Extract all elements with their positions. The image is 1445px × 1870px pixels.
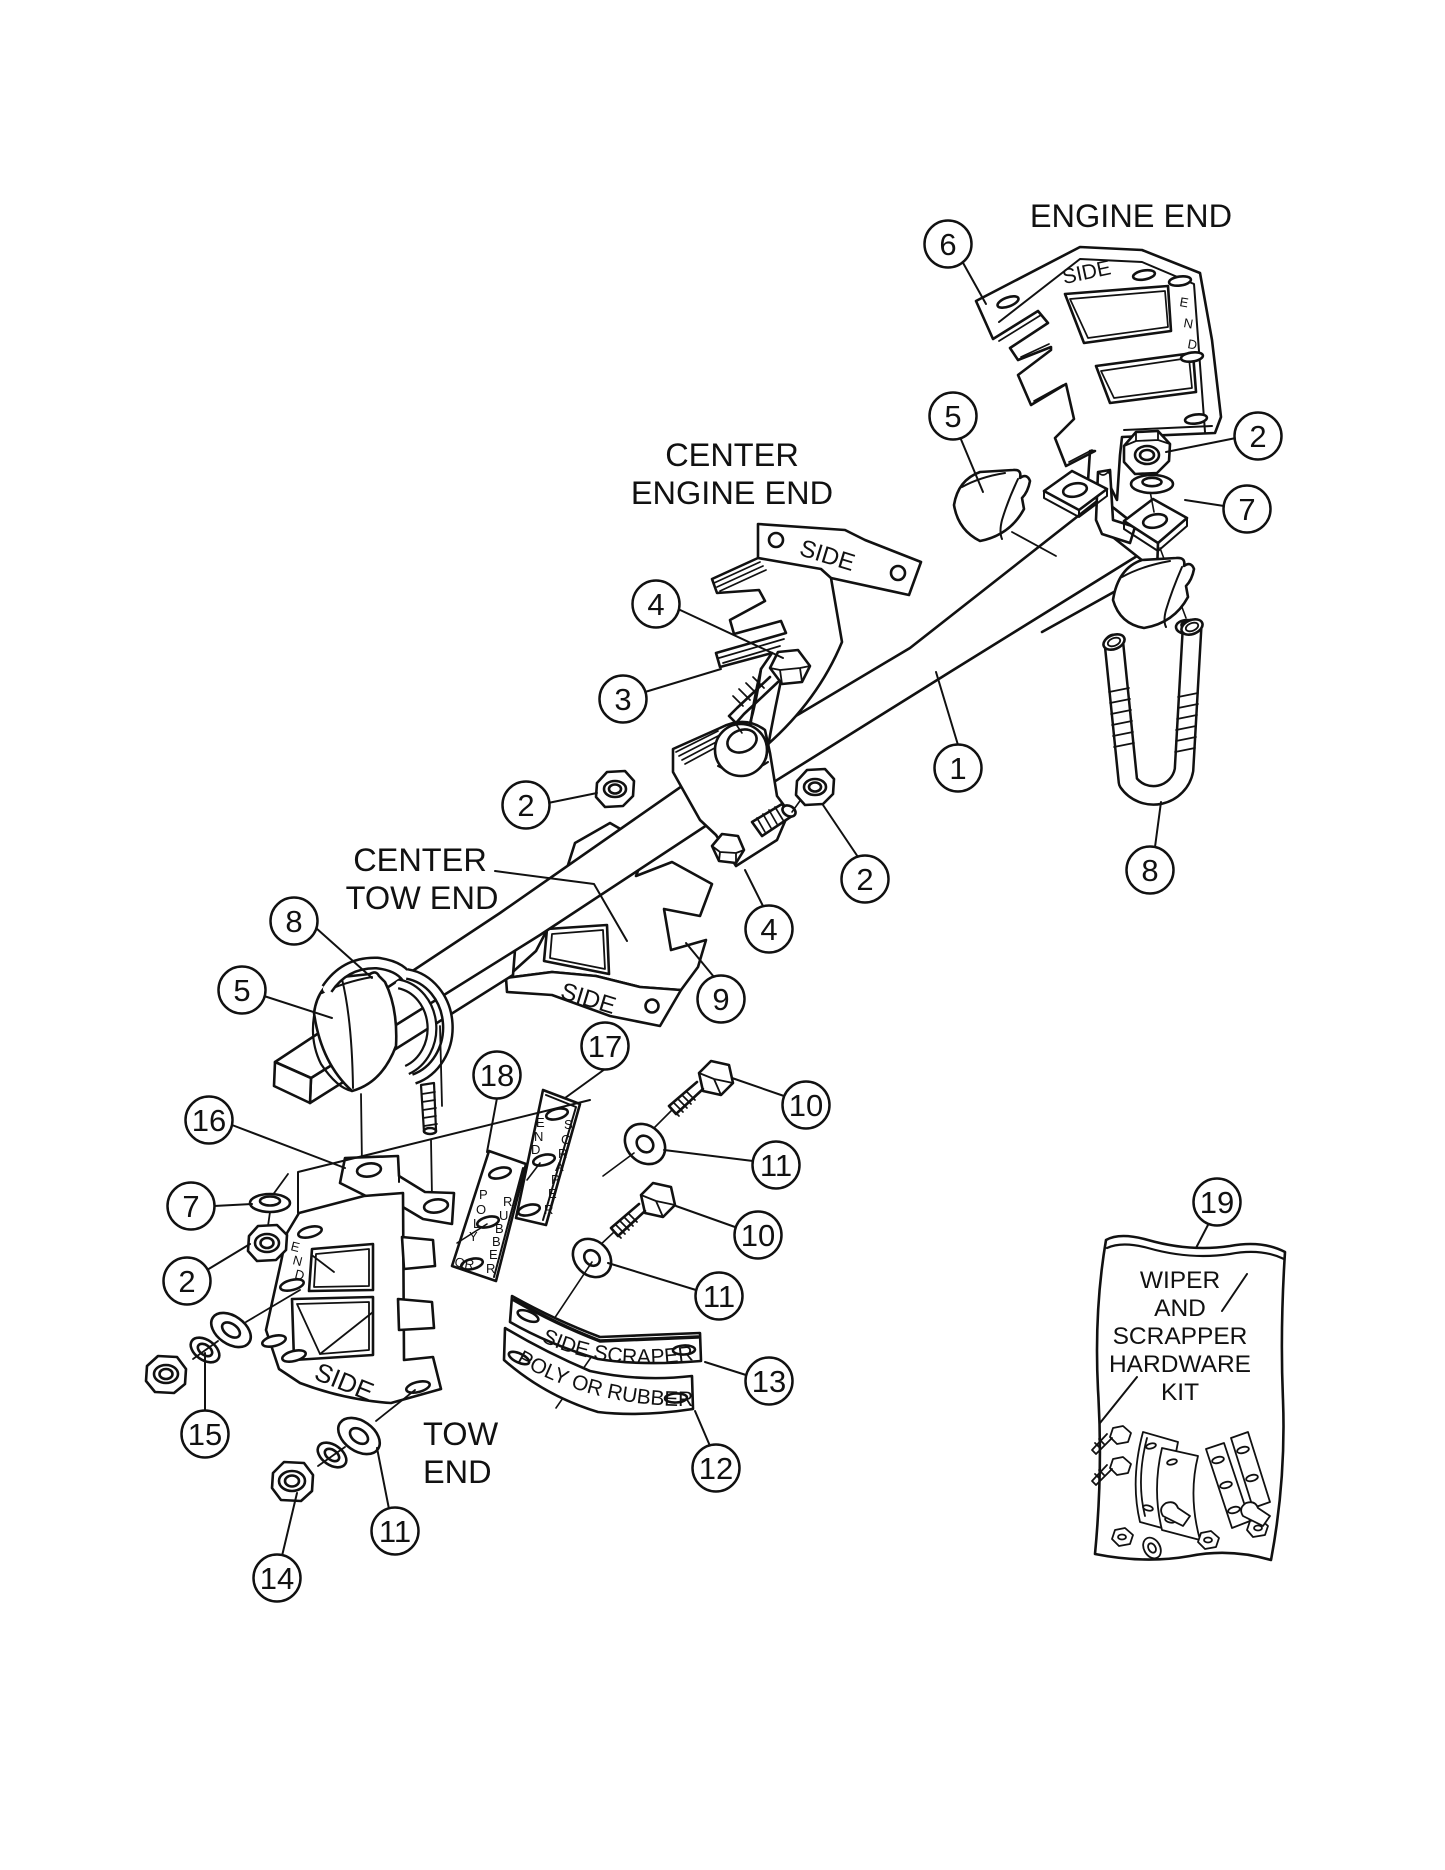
- svg-text:ENGINE END: ENGINE END: [631, 475, 833, 511]
- svg-text:E: E: [489, 1247, 498, 1262]
- svg-text:19: 19: [1200, 1185, 1234, 1220]
- svg-text:E: E: [548, 1186, 557, 1201]
- svg-text:R: R: [503, 1194, 512, 1209]
- svg-text:16: 16: [192, 1103, 226, 1138]
- svg-text:R: R: [486, 1261, 495, 1276]
- svg-text:8: 8: [285, 904, 302, 939]
- svg-text:U: U: [499, 1208, 508, 1223]
- svg-text:N: N: [291, 1252, 304, 1269]
- svg-text:2: 2: [517, 788, 534, 823]
- svg-text:18: 18: [480, 1058, 514, 1093]
- svg-text:15: 15: [188, 1417, 222, 1452]
- svg-text:TOW: TOW: [423, 1416, 499, 1452]
- svg-text:E: E: [536, 1115, 545, 1130]
- svg-text:B: B: [492, 1234, 501, 1249]
- svg-text:11: 11: [379, 1514, 411, 1549]
- svg-text:KIT: KIT: [1161, 1379, 1199, 1406]
- svg-text:D: D: [531, 1142, 540, 1157]
- svg-text:13: 13: [752, 1364, 786, 1399]
- svg-text:OR: OR: [453, 1254, 475, 1272]
- svg-text:1: 1: [949, 751, 966, 786]
- svg-text:SCRAPPER: SCRAPPER: [1113, 1323, 1248, 1350]
- svg-text:E: E: [289, 1238, 301, 1255]
- svg-text:E: E: [1178, 294, 1189, 310]
- svg-text:10: 10: [789, 1088, 823, 1123]
- svg-text:9: 9: [712, 982, 729, 1017]
- svg-text:3: 3: [614, 682, 631, 717]
- svg-text:8: 8: [1141, 853, 1158, 888]
- svg-text:4: 4: [647, 587, 664, 622]
- svg-text:B: B: [495, 1221, 504, 1236]
- svg-text:4: 4: [760, 912, 777, 947]
- svg-text:N: N: [534, 1129, 543, 1144]
- svg-text:11: 11: [703, 1279, 735, 1314]
- svg-text:WIPER: WIPER: [1140, 1267, 1220, 1294]
- svg-text:5: 5: [233, 973, 250, 1008]
- svg-text:14: 14: [260, 1561, 294, 1596]
- svg-text:AND: AND: [1154, 1295, 1206, 1322]
- svg-text:D: D: [293, 1266, 306, 1283]
- svg-text:CENTER: CENTER: [353, 842, 487, 878]
- svg-text:ENGINE END: ENGINE END: [1030, 198, 1232, 234]
- svg-text:D: D: [1186, 336, 1198, 352]
- svg-text:12: 12: [699, 1451, 733, 1486]
- svg-text:17: 17: [588, 1029, 622, 1064]
- svg-text:HARDWARE: HARDWARE: [1109, 1351, 1251, 1378]
- svg-text:TOW END: TOW END: [346, 880, 499, 916]
- svg-text:END: END: [423, 1454, 492, 1490]
- svg-text:R: R: [544, 1202, 553, 1217]
- svg-text:S: S: [564, 1117, 573, 1132]
- svg-text:R: R: [558, 1146, 567, 1161]
- svg-text:7: 7: [182, 1189, 199, 1224]
- svg-text:10: 10: [741, 1218, 775, 1253]
- svg-text:A: A: [555, 1159, 564, 1174]
- svg-text:O: O: [476, 1202, 486, 1217]
- svg-text:2: 2: [856, 862, 873, 897]
- svg-text:CENTER: CENTER: [665, 437, 799, 473]
- svg-text:C: C: [561, 1132, 570, 1147]
- svg-text:6: 6: [939, 227, 956, 262]
- svg-text:2: 2: [1249, 419, 1266, 454]
- svg-text:P: P: [551, 1172, 560, 1187]
- svg-text:P: P: [479, 1187, 488, 1202]
- svg-text:2: 2: [178, 1264, 195, 1299]
- svg-text:5: 5: [944, 399, 961, 434]
- svg-text:11: 11: [760, 1148, 792, 1183]
- svg-text:N: N: [1182, 315, 1194, 331]
- svg-text:L: L: [473, 1216, 480, 1231]
- svg-text:7: 7: [1238, 492, 1255, 527]
- svg-text:Y: Y: [469, 1229, 478, 1244]
